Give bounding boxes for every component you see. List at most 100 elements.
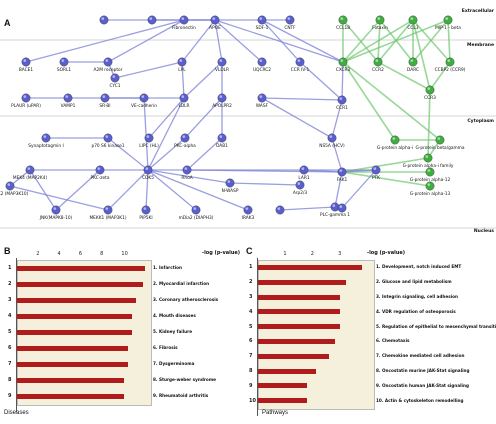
node-label: SDF-1	[256, 25, 269, 31]
node-highlight	[373, 167, 377, 170]
network-edge	[214, 19, 344, 63]
node-highlight	[329, 135, 333, 138]
node-highlight	[437, 137, 441, 140]
network-node: CCL3	[407, 15, 419, 31]
network-node: UQCRC2	[253, 57, 271, 73]
network-edge	[229, 182, 301, 186]
network-edge	[379, 19, 414, 63]
node-label: CNTF	[284, 25, 296, 31]
node-label: G-protein alpha-i	[377, 145, 413, 151]
network-edge	[261, 19, 344, 63]
node-label: JNK(MAPK8-10)	[39, 215, 73, 221]
node-highlight	[101, 17, 105, 20]
node-label: FAK1	[337, 177, 348, 183]
bar	[17, 297, 137, 303]
network-edge	[29, 169, 57, 211]
node-highlight	[182, 135, 186, 138]
network-node: PKC-zeta	[91, 165, 110, 181]
compartment-label: Extracellular	[462, 8, 495, 14]
node-label: G-protein beta/gamma	[415, 145, 464, 151]
node-highlight	[427, 87, 431, 90]
node-label: CCBP2 (CCR9)	[435, 67, 466, 73]
network-node: DARC	[407, 57, 419, 73]
network-node: PTK	[371, 165, 381, 181]
network-node: RhoA	[181, 165, 193, 181]
node-label: SR-BI	[99, 103, 110, 109]
row-number: 2	[249, 279, 253, 286]
network-edge	[261, 97, 343, 101]
node-highlight	[181, 95, 185, 98]
network-edge	[147, 169, 249, 211]
node-highlight	[146, 135, 150, 138]
network-node: Synaptotagmin I	[28, 133, 64, 149]
node-label: VE-cadherin	[131, 103, 157, 109]
network-node: CCR1	[336, 95, 348, 111]
node-label: CCR3	[424, 95, 436, 101]
compartment-label: Nucleus	[474, 228, 494, 234]
category-label: 3. Integrin signaling, cell adhesion	[376, 294, 458, 299]
node-highlight	[340, 17, 344, 20]
network-node: Fibronectin	[172, 15, 196, 31]
node-highlight	[277, 207, 281, 210]
node-highlight	[97, 167, 101, 170]
network-node: VE-cadherin	[131, 93, 157, 109]
compartment-label: Membrane	[467, 42, 494, 48]
node-highlight	[105, 207, 109, 210]
node-label: Fibronectin	[172, 25, 196, 31]
network-node: SDF-1	[256, 15, 269, 31]
network-edge	[148, 97, 185, 139]
network-node: Fotaxin	[372, 15, 388, 31]
node-label: CCL18	[336, 25, 350, 31]
x-tick-label: 10	[121, 251, 128, 257]
node-highlight	[179, 59, 183, 62]
network-node: CNTF	[284, 15, 296, 31]
node-highlight	[427, 183, 431, 186]
node-highlight	[112, 75, 116, 78]
network-node: DAB1	[216, 133, 228, 149]
network-node: CDK5	[142, 165, 154, 181]
x-tick-label: 2	[310, 251, 314, 257]
category-label: 7. Chemokine mediated cell adhesion	[376, 353, 465, 359]
node-label: WASF	[256, 103, 269, 109]
bar	[258, 324, 341, 330]
network-edge	[145, 169, 149, 211]
node-label: Arp2/3	[293, 190, 308, 196]
node-highlight	[61, 59, 65, 62]
node-label: Fotaxin	[372, 25, 388, 31]
network-node	[337, 203, 347, 213]
node-highlight	[287, 17, 291, 20]
network-edge	[183, 61, 223, 99]
network-node: IRAK3	[242, 205, 255, 221]
network-node	[275, 205, 285, 215]
network-node: BACE1	[19, 57, 33, 73]
category-label: 1. Development, notch induced EMT	[376, 264, 462, 270]
node-highlight	[105, 59, 109, 62]
network-node: JNK(MAPK8-10)	[39, 205, 73, 221]
network-edge	[9, 185, 109, 211]
row-number: 3	[249, 294, 253, 300]
row-number: 8	[249, 368, 253, 374]
network-edge	[184, 97, 223, 139]
node-label: p70 S6 kinase1	[91, 143, 124, 149]
node-highlight	[445, 17, 449, 20]
row-number: 6	[249, 338, 253, 345]
network-node: CCL18	[336, 15, 350, 31]
category-label: 2. Myocardial infarction	[153, 281, 210, 286]
node-highlight	[227, 180, 231, 183]
network-node: CCR3	[424, 85, 436, 101]
category-label: 5. Kidney failure	[153, 329, 193, 334]
x-tick-label: 1	[283, 251, 287, 257]
node-label: CCL3	[407, 25, 418, 31]
network-node: LAR1	[298, 165, 310, 181]
network-node: MEKK1 (MAP3K1)	[89, 205, 127, 221]
category-label: 6. Chemotaxis	[376, 338, 410, 344]
node-highlight	[410, 59, 414, 62]
network-node: mDia2 (DIAPH3)	[179, 205, 214, 221]
node-label: CCR2	[372, 67, 384, 73]
network-node: MIP-1 - beta	[435, 15, 461, 31]
network-node: VLDLR	[215, 57, 229, 73]
network-edge	[447, 19, 451, 63]
network-node: APOLPR2	[212, 93, 232, 109]
row-number: 5	[249, 323, 253, 330]
node-highlight	[427, 169, 431, 172]
